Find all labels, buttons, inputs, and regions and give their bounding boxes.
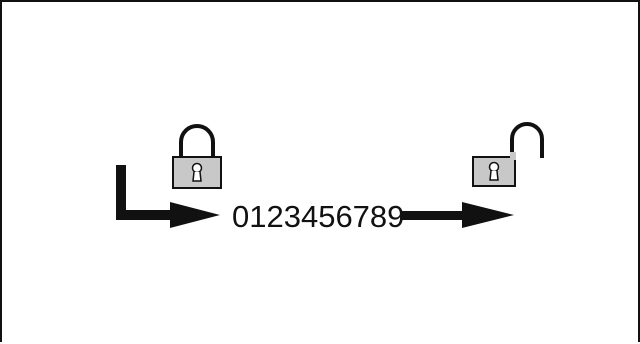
code-digits: 0123456789 [232, 199, 404, 234]
right-arrow-icon [400, 202, 514, 228]
l-arrow-icon [116, 165, 220, 228]
padlock-locked-icon [172, 124, 222, 189]
padlock-unlocked-icon [472, 122, 544, 187]
